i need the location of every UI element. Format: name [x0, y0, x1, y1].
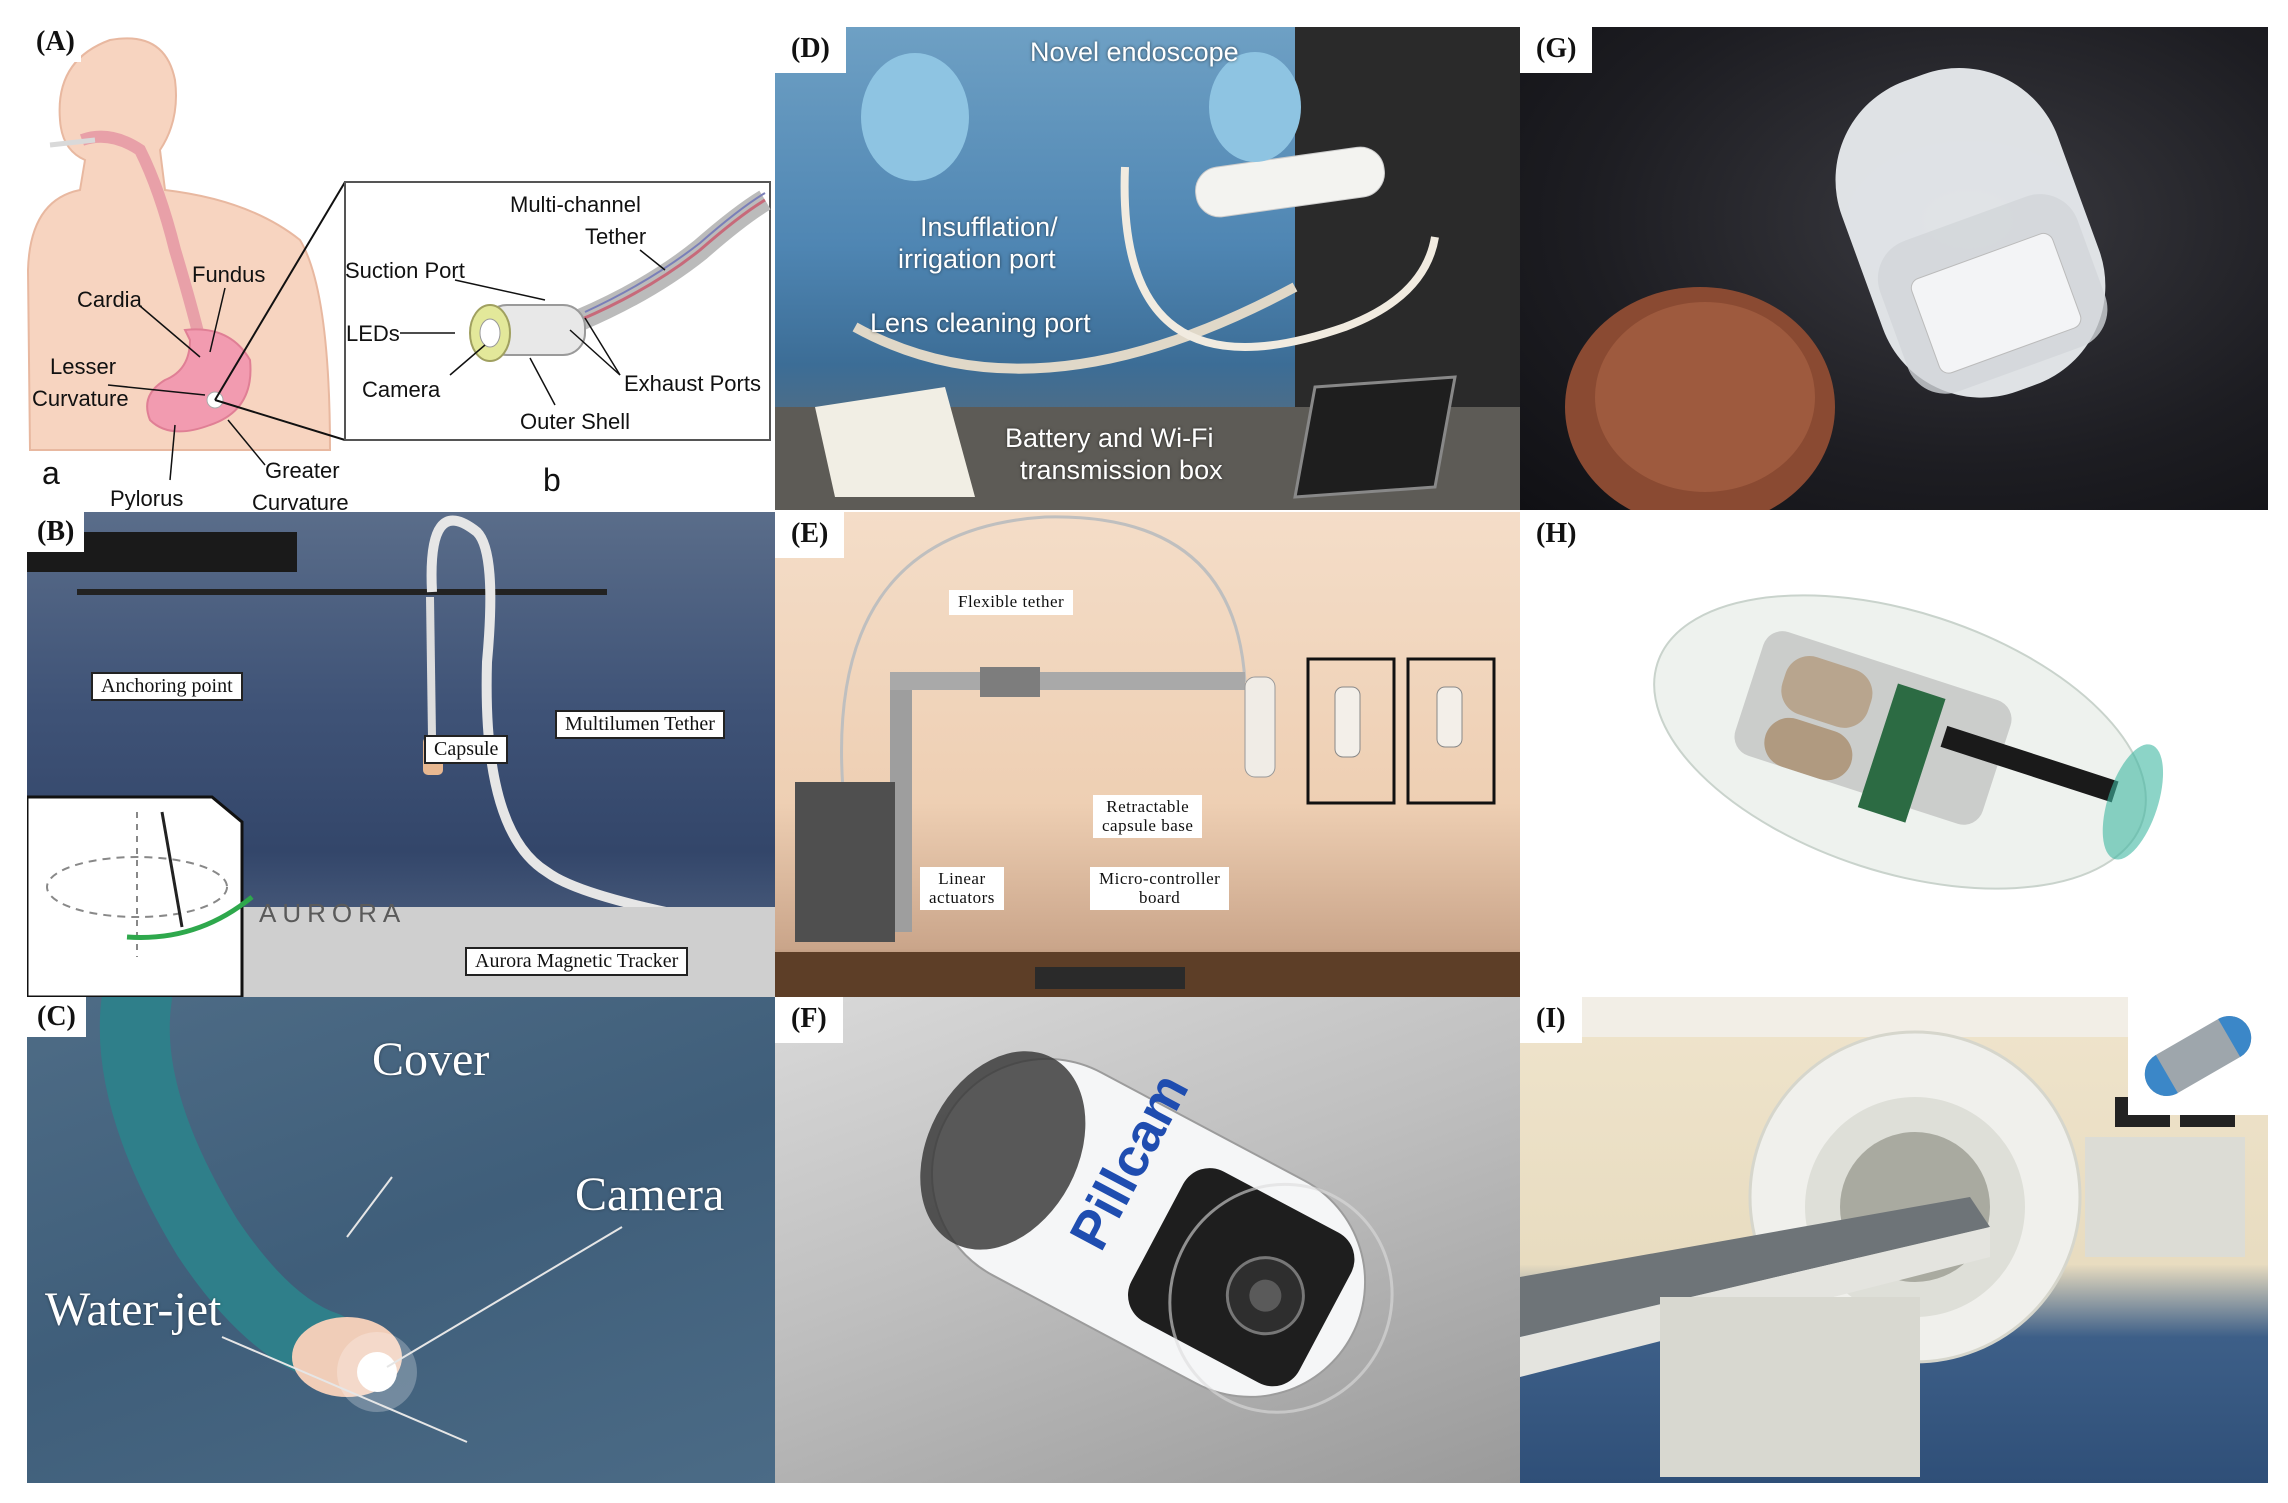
panel-f-label: (F) [775, 997, 843, 1043]
label-retractable: Retractable capsule base [1093, 795, 1203, 839]
panel-c-label: (C) [27, 997, 86, 1037]
label-aurora-tracker: Aurora Magnetic Tracker [465, 947, 689, 976]
label-greater-curvature: Curvature [252, 490, 349, 510]
label-microcontroller: Micro-controller board [1090, 867, 1230, 911]
label-linear-line1: Linear [938, 869, 986, 888]
capsule-tether-photo: AURORA [27, 515, 775, 997]
panel-h-label: (H) [1520, 512, 1593, 558]
label-leds: LEDs [346, 321, 400, 346]
sublabel-b: b [543, 462, 561, 498]
panel-f: Pillcam (F) [775, 997, 1520, 1483]
label-lens-cleaning: Lens cleaning port [870, 308, 1091, 338]
label-outer-shell: Outer Shell [520, 409, 631, 434]
label-camera: Camera [362, 377, 441, 402]
panel-h: (H) [1520, 512, 2268, 997]
label-retractable-line1: Retractable [1106, 797, 1190, 816]
label-multilumen-tether: Multilumen Tether [555, 710, 725, 739]
label-micro-line1: Micro-controller [1099, 869, 1221, 888]
sublabel-a: a [42, 455, 60, 491]
panel-e: (E) Flexible tether Retractable capsule … [775, 512, 1520, 997]
label-multichannel: Multi-channel [510, 192, 641, 217]
label-cover: Cover [372, 1033, 490, 1086]
label-lesser-curvature: Curvature [32, 386, 129, 411]
label-linear-actuators: Linear actuators [920, 867, 1004, 911]
label-transmission-box: transmission box [1020, 455, 1223, 485]
label-flexible-tether: Flexible tether [949, 590, 1074, 615]
label-capsule: Capsule [424, 735, 509, 764]
panel-a-label: (A) [30, 22, 81, 62]
label-camera-c: Camera [575, 1168, 725, 1221]
pillcam-capsule-photo: Pillcam [920, 1051, 1394, 1414]
panel-d-label: (D) [775, 27, 846, 73]
panel-b-label: (B) [27, 512, 85, 552]
capsule-and-coin-photo [1565, 68, 2108, 510]
label-pylorus: Pylorus [110, 486, 184, 510]
panel-e-label: (E) [775, 512, 845, 558]
label-retractable-line2: capsule base [1102, 815, 1194, 835]
label-micro-line2: board [1139, 887, 1181, 907]
label-exhaust-ports: Exhaust Ports [624, 371, 761, 396]
label-novel-endoscope: Novel endoscope [1030, 37, 1239, 67]
mri-scanner-photo [1520, 997, 2268, 1477]
anatomy-illustration [26, 37, 771, 481]
panel-i: (I) [1520, 997, 2268, 1483]
panel-a: (A) Fundus Cardia [0, 0, 775, 510]
robotic-capsule-rig-photo [775, 515, 1520, 997]
label-fundus: Fundus [192, 262, 266, 287]
label-linear-line2: actuators [929, 887, 995, 907]
label-irrigation-port: irrigation port [898, 244, 1056, 274]
label-insufflation: Insufflation/ [920, 212, 1058, 242]
endoscope-photo [775, 27, 1520, 510]
label-water-jet: Water-jet [45, 1283, 222, 1336]
panel-g: (G) [1520, 27, 2268, 510]
panel-c: (C) Cover Camera Water-jet [27, 997, 775, 1483]
panel-g-label: (G) [1520, 27, 1593, 73]
label-cardia: Cardia [77, 287, 142, 312]
label-suction-port: Suction Port [345, 258, 465, 283]
label-lesser: Lesser [50, 354, 117, 379]
label-anchoring-point: Anchoring point [91, 672, 243, 701]
water-jet-capsule-photo [99, 997, 623, 1443]
panel-b: AURORA (B) Anchoring point Capsule Multi… [27, 512, 775, 997]
label-tether: Tether [585, 224, 647, 249]
panel-i-label: (I) [1520, 997, 1582, 1043]
aurora-brand-text: AURORA [259, 898, 406, 928]
label-battery: Battery and Wi-Fi [1005, 423, 1214, 453]
label-greater: Greater [265, 458, 340, 483]
capsule-electronics-photo [1653, 594, 2164, 890]
panel-d: (D) Novel endoscope Insufflation/ irriga… [775, 27, 1520, 510]
